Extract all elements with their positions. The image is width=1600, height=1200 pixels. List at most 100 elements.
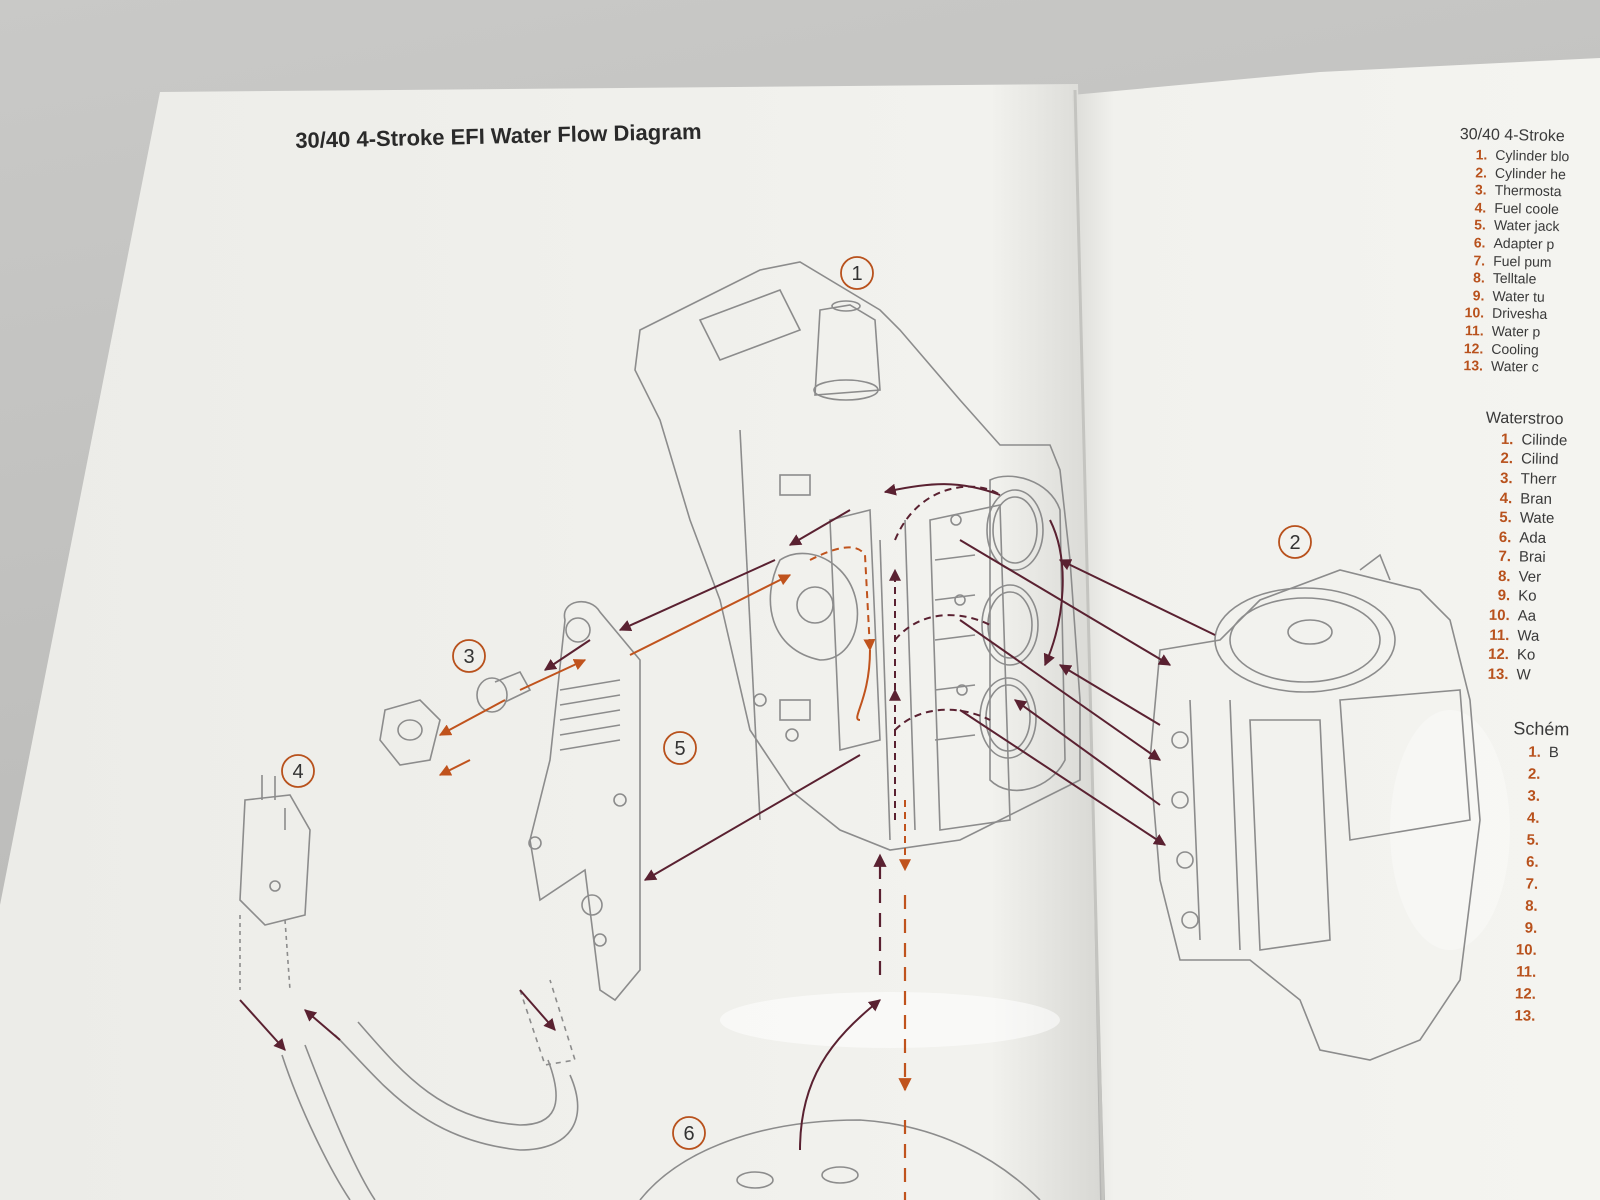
list-item: 5. Wate <box>1484 508 1574 529</box>
item-text: Telltale <box>1492 269 1537 287</box>
callout-2: 2 <box>1289 532 1300 554</box>
item-number: 3. <box>1499 469 1513 488</box>
item-number: 5. <box>1474 216 1487 233</box>
legend-section-dutch: Waterstroo 1. Cilinde 2. Cilind 3. Therr 4.… <box>1480 409 1576 686</box>
item-number: 8. <box>1524 897 1538 916</box>
item-number: 1. <box>1500 430 1514 448</box>
legend-title: Waterstroo <box>1485 409 1564 428</box>
item-number: 8. <box>1497 567 1511 586</box>
callout-circle <box>663 731 697 765</box>
list-item: 10. <box>1509 940 1565 963</box>
item-number: 2. <box>1500 450 1514 468</box>
item-text: Adapter p <box>1493 234 1555 252</box>
item-number: 10. <box>1464 304 1485 321</box>
list-item: 8. <box>1509 896 1565 919</box>
item-number: 2. <box>1475 163 1488 181</box>
item-number: 5. <box>1499 509 1512 527</box>
list-item: 3. <box>1512 786 1568 809</box>
thermostat-drawing <box>379 670 532 766</box>
item-text: Wa <box>1517 626 1540 645</box>
item-number: 7. <box>1498 548 1512 566</box>
legend-list: 1. Cilinde 2. Cilind 3. Therr 4. Bran 5. Wate… <box>1480 429 1575 686</box>
list-item: 6. Ada <box>1483 527 1573 548</box>
page-gutter <box>1073 89 1105 1200</box>
list-item: 10.Aa <box>1482 606 1572 627</box>
adapter-plate-drawing <box>639 1119 1041 1200</box>
item-text: Cylinder he <box>1494 164 1567 182</box>
item-number: 3. <box>1474 181 1487 198</box>
item-text: Cooling <box>1491 340 1539 358</box>
list-item: 12. <box>1508 984 1564 1007</box>
cylinder-head-drawing <box>1149 553 1481 1061</box>
list-item: 13. <box>1507 1006 1563 1029</box>
legend-list: 1. Cylinder blo 2. Cylinder he 3. Thermosta… <box>1455 146 1582 377</box>
item-text: Ko <box>1517 587 1537 606</box>
callout-circle <box>672 1116 706 1150</box>
item-number: 6. <box>1498 528 1512 546</box>
list-item: 3. Therr <box>1484 469 1574 490</box>
callout-3: 3 <box>463 646 474 668</box>
item-number: 12. <box>1487 645 1510 664</box>
item-number: 4. <box>1474 199 1487 216</box>
item-text: B <box>1548 744 1560 762</box>
callout-circle <box>281 754 315 788</box>
item-text: Thermosta <box>1494 181 1562 200</box>
item-number: 11. <box>1489 626 1510 644</box>
item-number: 8. <box>1472 269 1485 286</box>
list-item: 13. Water c <box>1455 357 1577 377</box>
item-text: Cylinder blo <box>1495 146 1570 165</box>
item-text: W <box>1516 666 1531 684</box>
item-number: 4. <box>1526 809 1540 828</box>
item-text: Water c <box>1490 357 1539 375</box>
item-number: 1. <box>1528 744 1542 762</box>
item-text: Drivesha <box>1491 305 1548 323</box>
item-number: 5. <box>1526 831 1540 850</box>
item-text: Water tu <box>1492 287 1546 305</box>
callout-circle <box>840 256 874 290</box>
item-number: 11. <box>1464 322 1484 339</box>
item-text: Brai <box>1518 548 1546 567</box>
list-item: 2. Cilind <box>1485 449 1575 470</box>
legend-list: 1.B 2. 3. 4. 5. 6. 7. 8. 9. 10. 11. 12. … <box>1507 742 1569 1029</box>
item-number: 13. <box>1463 357 1484 374</box>
glare <box>1390 710 1510 950</box>
item-text: Aa <box>1517 607 1537 625</box>
item-text: Therr <box>1520 470 1557 489</box>
item-number: 4. <box>1499 489 1513 507</box>
callout-4: 4 <box>292 761 303 783</box>
item-text: Water p <box>1491 322 1541 340</box>
callout-circle <box>1278 525 1312 559</box>
item-number: 11. <box>1516 963 1537 982</box>
item-number: 6. <box>1473 234 1486 251</box>
item-text: Cilinde <box>1521 431 1568 450</box>
legend-section-english: 30/40 4-Stroke 1. Cylinder blo 2. Cylinder… <box>1455 126 1582 377</box>
item-text: Cilind <box>1520 450 1559 469</box>
item-number: 13. <box>1514 1007 1536 1026</box>
list-item: 7. Brai <box>1483 547 1573 568</box>
list-item: 11. <box>1508 962 1564 985</box>
callout-1: 1 <box>851 263 862 285</box>
item-number: 9. <box>1524 919 1538 938</box>
callout-5: 5 <box>674 738 685 760</box>
item-text: Wate <box>1519 509 1555 528</box>
item-text: Bran <box>1520 489 1553 508</box>
glare <box>720 992 1060 1048</box>
list-item: 6. <box>1510 852 1566 875</box>
left-page <box>0 84 1100 1200</box>
item-text: Fuel pum <box>1493 252 1552 270</box>
item-number: 9. <box>1472 287 1485 304</box>
item-text: Water jack <box>1493 217 1560 235</box>
item-text: Ada <box>1519 529 1547 547</box>
flow-arrows <box>239 483 1216 1200</box>
item-number: 13. <box>1487 665 1509 683</box>
water-jacket-cover-drawing <box>528 600 641 1002</box>
list-item: 5. <box>1511 830 1567 853</box>
item-number: 1. <box>1475 146 1488 163</box>
callout-circle <box>452 639 486 673</box>
list-item: 2. <box>1512 764 1568 787</box>
legend-title: 30/40 4-Stroke <box>1459 126 1565 146</box>
callout-6: 6 <box>683 1123 694 1145</box>
callouts: 1 2 3 4 5 6 <box>281 256 1312 1150</box>
item-text: Fuel coole <box>1494 199 1560 217</box>
